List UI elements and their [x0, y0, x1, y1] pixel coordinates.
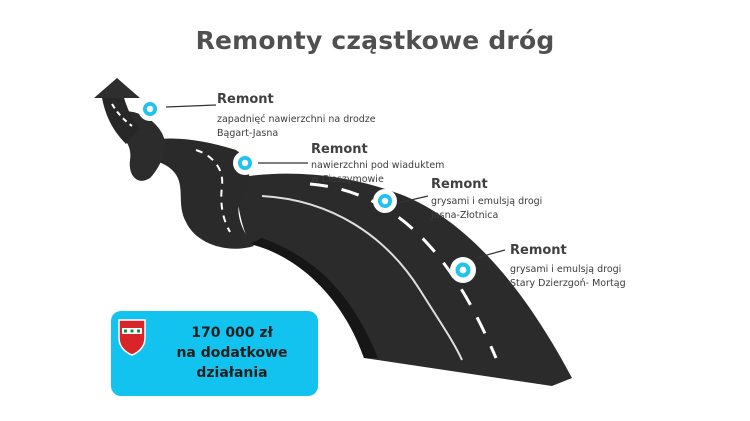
road-dash-line [111, 103, 133, 127]
cost-box: 170 000 zł na dodatkowe działania [111, 311, 318, 396]
page-title: Remonty cząstkowe dróg [195, 26, 555, 55]
repair-point-description: nawierzchni pod wiaduktem w Cieszymowie [311, 160, 445, 185]
road-segment-wide [236, 173, 572, 386]
arrow-up-icon [94, 78, 140, 98]
callout-line [475, 249, 506, 259]
repair-point-3: Remont grysami i emulsją drogi Jasna-Zło… [431, 177, 542, 223]
marker-icon [450, 257, 476, 283]
repair-point-1: Remont zapadnięć nawierzchni na drodze B… [217, 92, 376, 141]
road-segment-middle [144, 138, 254, 249]
marker-icon [233, 151, 257, 175]
callout-line [165, 104, 217, 108]
repair-point-description: zapadnięć nawierzchni na drodze Bągart-J… [217, 114, 376, 139]
repair-point-4: Remont grysami i emulsją drogi Stary Dzi… [510, 243, 626, 291]
road-side-edge [250, 238, 378, 358]
repair-point-description: grysami i emulsją drogi Stary Dzierzgoń-… [510, 264, 626, 289]
repair-point-heading: Remont [510, 243, 567, 258]
cost-text: 170 000 zł na dodatkowe działania [176, 325, 288, 381]
repair-point-heading: Remont [431, 177, 488, 192]
marker-icon [373, 189, 397, 213]
callout-line [397, 195, 429, 204]
repair-point-heading: Remont [311, 142, 368, 157]
marker-icon [138, 97, 162, 121]
repair-point-description: grysami i emulsją drogi Jasna-Złotnica [431, 196, 543, 221]
road-dash-line [195, 149, 231, 233]
repair-point-heading: Remont [217, 92, 274, 107]
road-edge-line [261, 195, 463, 361]
road-arrow-stem [102, 98, 140, 144]
road-dash-line [309, 182, 498, 359]
coat-of-arms-icon [118, 319, 146, 356]
repair-point-2: Remont nawierzchni pod wiaduktem w Ciesz… [311, 142, 444, 187]
